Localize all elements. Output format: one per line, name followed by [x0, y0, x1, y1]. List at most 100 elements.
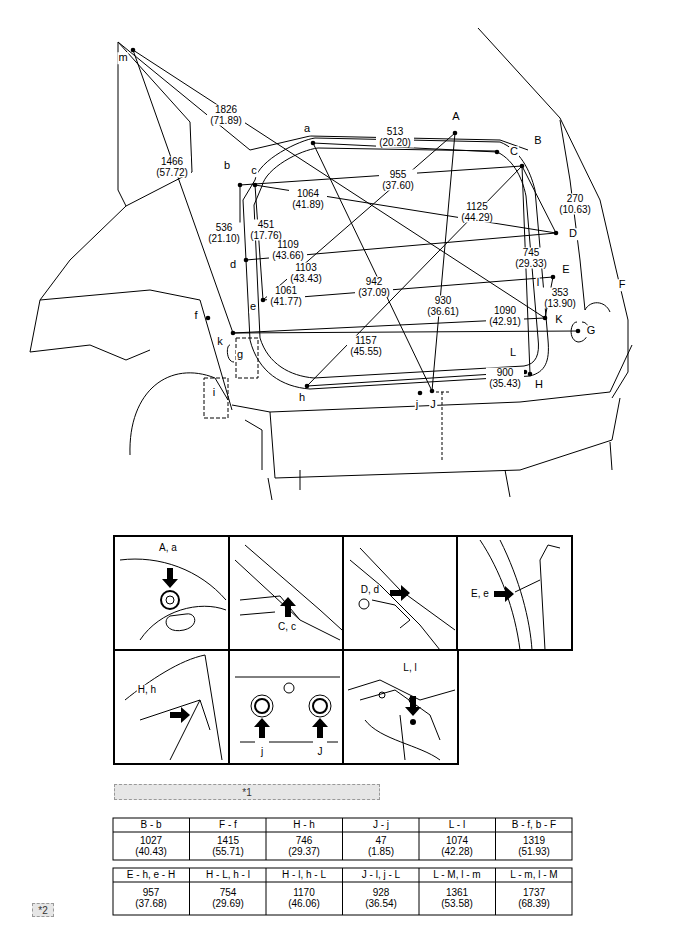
dimension-line: [432, 133, 455, 391]
measure-point: [244, 258, 249, 263]
table-header: B - f, b - F: [512, 820, 556, 831]
measure-point: [253, 183, 258, 188]
detail-label: E, e: [470, 589, 490, 600]
detail-panel: [457, 536, 572, 650]
dimension-line: [133, 50, 545, 318]
pointer-arrow: [494, 586, 514, 602]
dimension-value: 513 (20.20): [376, 127, 414, 148]
measure-point: [418, 391, 423, 396]
point-letter: b: [223, 160, 231, 172]
detail-sketch: [140, 606, 226, 640]
table-rule: [189, 818, 190, 860]
bolt-hole: [161, 591, 179, 609]
measure-point: [311, 141, 316, 146]
table-value: 1170 (46.06): [284, 888, 324, 909]
table-value: 1415 (55.71): [208, 836, 248, 857]
detail-label: D, d: [360, 585, 380, 596]
dimension-line: [255, 185, 263, 300]
measure-point: [543, 316, 548, 321]
detail-panel: [343, 536, 458, 650]
detail-sketch: [166, 614, 195, 631]
dimension-value: 1090 (42.91): [486, 306, 524, 327]
measure-point: [576, 329, 581, 334]
dimension-line: [255, 185, 556, 233]
table-header: F - f: [219, 820, 237, 831]
leader-line: [240, 720, 338, 742]
measure-point: [261, 298, 266, 303]
detail-sketch: [125, 655, 222, 760]
detail-sketch: [235, 545, 342, 640]
table-header: H - l, h - L: [282, 870, 326, 881]
body-outline: [270, 398, 620, 478]
dimension-line: [522, 166, 556, 233]
table-value: 1319 (51.93): [514, 836, 554, 857]
point-letter: H: [534, 379, 544, 391]
point-letter: j: [415, 399, 419, 411]
measure-point: [430, 389, 435, 394]
dimension-value: 1103 (43.43): [287, 263, 325, 284]
measure-point: [410, 719, 416, 725]
point-letter: i: [212, 387, 216, 399]
table-value: 746 (29.37): [284, 836, 324, 857]
note-text: *2: [38, 905, 47, 916]
table-value: 1361 (53.58): [437, 888, 477, 909]
hole-outline: [227, 345, 234, 362]
pointer-arrow: [405, 696, 421, 716]
dimension-line: [233, 331, 578, 333]
dimension-value: 1466 (57.72): [153, 157, 191, 178]
dimension-line: [522, 166, 530, 374]
detail-panel: [229, 536, 344, 650]
table-value: 957 (37.68): [131, 888, 171, 909]
table-rule: [266, 818, 267, 860]
dimension-line: [263, 133, 455, 300]
table-header: L - l: [449, 820, 465, 831]
detail-sketch: [120, 559, 226, 600]
dimension-line: [307, 166, 522, 386]
detail-label: j: [260, 747, 264, 758]
hidden-part: [204, 378, 228, 418]
point-letter: l: [536, 277, 540, 289]
detail-sketch: [379, 692, 385, 698]
body-outline: [243, 138, 548, 389]
dimension-value: 900 (35.43): [486, 368, 524, 389]
detail-panel: [229, 650, 344, 764]
point-letter: g: [236, 349, 244, 361]
detail-label: L, l: [402, 663, 417, 674]
table-header: J - l, j - L: [362, 870, 400, 881]
point-letter: D: [568, 228, 578, 240]
measure-point: [554, 231, 559, 236]
dimension-value: 1826 (71.89): [207, 105, 245, 126]
body-outline: [560, 120, 585, 310]
dimension-line: [246, 233, 556, 260]
dimension-value: 1157 (45.55): [347, 336, 385, 357]
body-outline: [130, 373, 228, 455]
hidden-part: [436, 392, 450, 462]
point-letter: f: [193, 310, 198, 322]
dimension-line: [133, 50, 233, 333]
point-letter: E: [561, 264, 570, 276]
dimension-value: 1125 (44.29): [458, 202, 496, 223]
bolt-hole: [255, 699, 269, 713]
measure-point: [528, 372, 533, 377]
point-letter: d: [229, 259, 237, 271]
body-outline: [30, 206, 150, 360]
body-outline: [478, 28, 628, 398]
table-rule: [342, 868, 343, 915]
point-letter: J: [429, 399, 437, 411]
point-letter: G: [586, 325, 597, 337]
detail-sketch: [235, 677, 340, 678]
dimension-value: 451 (17.76): [247, 220, 285, 241]
body-outline: [232, 345, 632, 412]
body-outline: [118, 42, 192, 206]
pointer-arrow: [170, 707, 190, 723]
note-text: *1: [242, 787, 251, 798]
detail-label: C, c: [277, 622, 297, 633]
measure-point: [131, 48, 136, 53]
bolt-hole: [166, 596, 174, 604]
measure-point: [495, 150, 500, 155]
pointer-arrow: [162, 568, 178, 588]
dimension-value: 745 (29.33): [512, 248, 550, 269]
table-rule: [189, 868, 190, 915]
body-outline: [254, 148, 538, 378]
